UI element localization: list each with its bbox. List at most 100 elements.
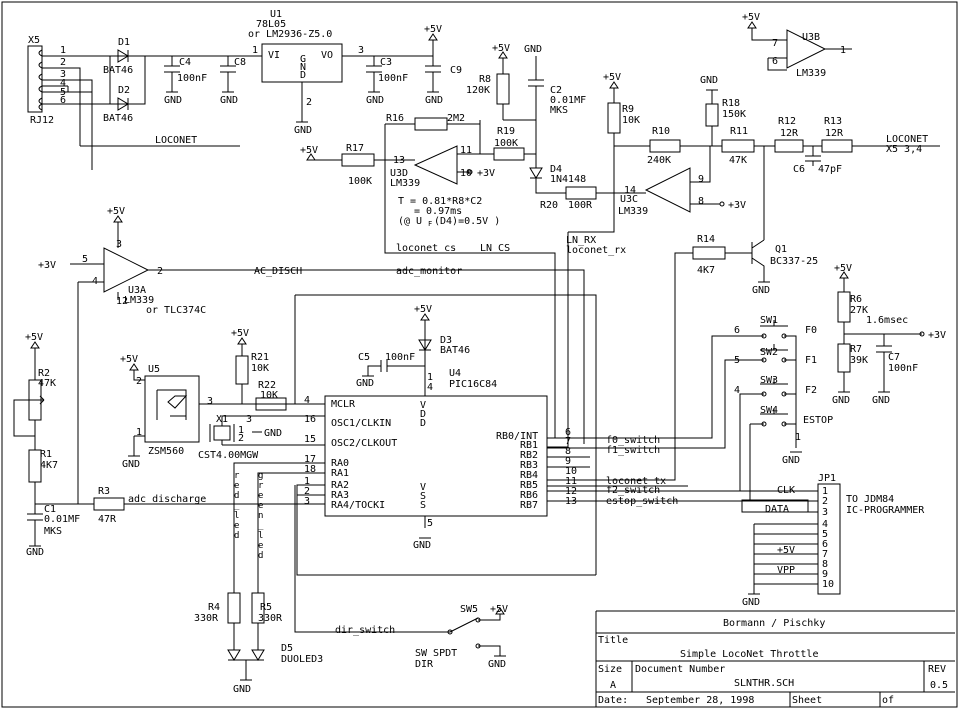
opamp-u3a: 5 4 3 2 12 U3A LM339 or TLC374C +3V +5V bbox=[38, 206, 585, 444]
u3c-value: LM339 bbox=[618, 206, 648, 217]
switch-sw5: SW5 SW SPDT DIR +5V GND bbox=[325, 604, 508, 670]
u3c-p9: 9 bbox=[698, 174, 704, 185]
u4-left-pin-name: RA0 bbox=[331, 458, 349, 469]
c2-value: 0.01MF bbox=[550, 95, 586, 106]
r21-value: 10K bbox=[251, 363, 269, 374]
u4-vdd-v: V bbox=[420, 400, 426, 411]
u5-vcc: +5V bbox=[120, 354, 138, 365]
sw3-label: F2 bbox=[805, 385, 817, 396]
c7-value: 100nF bbox=[888, 363, 918, 374]
resistor-r11: R11 47K bbox=[721, 126, 775, 166]
u4-left-pin-name: RA3 bbox=[331, 490, 349, 501]
resistor-r3: R3 47R bbox=[78, 486, 325, 525]
c6-value: 47pF bbox=[818, 164, 842, 175]
x5-pin3: 3 bbox=[60, 69, 66, 80]
tb-rev: 0.5 bbox=[930, 680, 948, 691]
x1-p2: 2 bbox=[238, 433, 244, 444]
d3-ref: D3 bbox=[440, 335, 452, 346]
u3d-plus3: +3V bbox=[477, 168, 495, 179]
u4-left-pin-num: 4 bbox=[304, 395, 310, 406]
r19-ref: R19 bbox=[497, 126, 515, 137]
u1-alt: or LM2936-Z5.0 bbox=[248, 29, 332, 40]
r13-value: 12R bbox=[825, 128, 844, 139]
sw1-pin: 6 bbox=[734, 325, 740, 336]
gnd-c4: GND bbox=[164, 91, 182, 106]
resistor-r19: R19 100K bbox=[480, 126, 536, 161]
sw5-label: DIR bbox=[415, 659, 434, 670]
svg-text:GND: GND bbox=[366, 95, 384, 106]
switch-sw2: SW2 5 F1 bbox=[734, 344, 817, 366]
jp1-plus5: +5V bbox=[777, 545, 795, 556]
q1-ref: Q1 bbox=[775, 244, 787, 255]
c2-ref: C2 bbox=[550, 85, 562, 96]
u3a-p5: 5 bbox=[82, 254, 88, 265]
c5-value: 100nF bbox=[385, 352, 415, 363]
capacitor-c1: C1 0.01MF MKS GND bbox=[26, 504, 80, 558]
timing-line3a: (@ U bbox=[398, 216, 422, 227]
net-loconet-tx: loconet_tx bbox=[606, 476, 666, 487]
crystal-x1: X1 3 1 2 GND CST4.00MGW bbox=[198, 414, 325, 461]
u4-right-pin-name: RB5 bbox=[520, 480, 538, 491]
resistor-r4: R4 330R bbox=[194, 592, 241, 624]
resistor-r5: R5 330R bbox=[251, 592, 283, 624]
r7-value: 39K bbox=[850, 355, 868, 366]
sw4-ref: SW4 bbox=[760, 405, 778, 416]
r16-ref: R16 bbox=[386, 113, 404, 124]
sw5-ref: SW5 bbox=[460, 604, 478, 615]
x1-value: CST4.00MGW bbox=[198, 450, 259, 461]
c5-ref: C5 bbox=[358, 352, 370, 363]
svg-text:GND: GND bbox=[425, 95, 443, 106]
r10-ref: R10 bbox=[652, 126, 670, 137]
tb-sheet-label: Sheet bbox=[792, 695, 822, 706]
r1-ref: R1 bbox=[40, 449, 52, 460]
u1-pin3: 3 bbox=[358, 45, 364, 56]
r21-vcc: +5V bbox=[231, 328, 249, 339]
u3b-vcc: +5V bbox=[742, 12, 760, 23]
gnd-c8: GND bbox=[220, 91, 238, 106]
d4-ref: D4 bbox=[550, 164, 562, 175]
r20-ref: R20 bbox=[540, 200, 558, 211]
timing-line3-sub: F bbox=[428, 220, 432, 228]
r5-ref: R5 bbox=[260, 602, 272, 613]
tb-title-label: Title bbox=[598, 635, 628, 646]
regulator-u1: U1 78L05 or LM2936-Z5.0 VI VO G N D 1 3 … bbox=[248, 9, 364, 136]
net-adc-discharge: adc_discharge bbox=[128, 494, 206, 505]
u4-left-pin-name: RA1 bbox=[331, 468, 349, 479]
u4-right-pin-name: RB7 bbox=[520, 500, 538, 511]
u4-value: PIC16C84 bbox=[449, 379, 497, 390]
u3d-value: LM339 bbox=[390, 178, 420, 189]
x1-gnd: GND bbox=[264, 428, 282, 439]
x5-type: RJ12 bbox=[30, 115, 54, 126]
net-loconet-top: LOCONET bbox=[155, 135, 197, 146]
r2-vcc: +5V bbox=[25, 332, 43, 343]
r14-ref: R14 bbox=[697, 234, 715, 245]
u4-right-pin-name: RB1 bbox=[520, 440, 538, 451]
net-loconet-cs: loconet_cs bbox=[396, 243, 456, 254]
u4-right-pin-num: 11 bbox=[565, 476, 577, 487]
x1-p1: 1 bbox=[238, 425, 244, 436]
u3d-p11: 11 bbox=[460, 145, 472, 156]
divider-plus3: +3V bbox=[928, 330, 946, 341]
sw3-pin: 4 bbox=[734, 385, 740, 396]
resistor-r21: R21 10K +5V bbox=[231, 328, 269, 404]
resistor-r1: R1 4K7 bbox=[27, 449, 78, 546]
u5-gnd: GND bbox=[122, 459, 140, 470]
r5-value: 330R bbox=[258, 613, 283, 624]
u1-vo: VO bbox=[321, 50, 333, 61]
gnd-c9: GND bbox=[425, 91, 443, 106]
x5-pin1: 1 bbox=[60, 45, 66, 56]
r22-ref: R22 bbox=[258, 380, 276, 391]
sw5-type: SW SPDT bbox=[415, 648, 457, 659]
tb-rev-label: REV bbox=[928, 664, 946, 675]
switch-sw1: SW1 6 F0 bbox=[734, 315, 817, 448]
u4-right-pin-num: 8 bbox=[565, 446, 571, 457]
c5-gnd: GND bbox=[356, 378, 374, 389]
resistor-r13: R13 12R bbox=[821, 116, 940, 153]
u3b-p6: 6 bbox=[772, 56, 778, 67]
u3a-ref: U3A bbox=[128, 285, 146, 296]
sw4-label: ESTOP bbox=[803, 415, 833, 426]
x1-ref: X1 bbox=[216, 414, 228, 425]
u3a-vcc: +5V bbox=[107, 206, 125, 217]
capacitor-c7: C7 100nF GND bbox=[872, 352, 918, 406]
